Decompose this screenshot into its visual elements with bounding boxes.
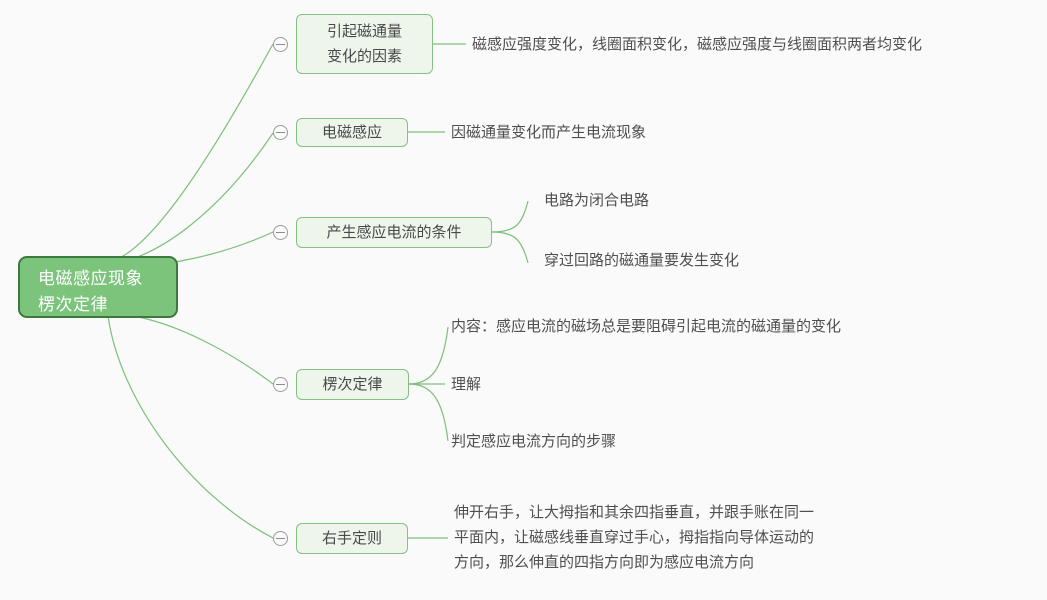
branch-node-4[interactable]: 楞次定律	[296, 369, 409, 400]
branch-node-2[interactable]: 电磁感应	[296, 118, 408, 147]
branch-node-1[interactable]: 引起磁通量 变化的因素	[296, 14, 433, 74]
leaf-text[interactable]: 穿过回路的磁通量要发生变化	[544, 251, 740, 269]
edge-branch4-leaf3	[408, 383, 449, 442]
leaf-text[interactable]: 磁感应强度变化，线圈面积变化，磁感应强度与线圈面积两者均变化	[472, 35, 923, 53]
root-node[interactable]: 电磁感应现象 楞次定律	[18, 256, 178, 318]
edge-root-to-branch-5	[107, 315, 274, 539]
edge-root-to-branch-2	[107, 132, 274, 265]
leaf-text[interactable]: 因磁通量变化而产生电流现象	[451, 123, 647, 141]
leaf-text[interactable]: 判定感应电流方向的步骤	[451, 432, 617, 450]
edge-branch4-leaf1	[408, 326, 449, 385]
collapse-minus-icon[interactable]	[273, 125, 288, 140]
leaf-text[interactable]: 理解	[451, 375, 482, 393]
edge-branch3-leaf1	[491, 200, 529, 233]
edge-root-to-branch-1	[107, 43, 274, 263]
collapse-minus-icon[interactable]	[273, 531, 288, 546]
branch-node-5[interactable]: 右手定则	[296, 523, 408, 554]
leaf-text[interactable]: 电路为闭合电路	[544, 191, 650, 209]
edge-branch3-leaf2	[491, 231, 529, 264]
leaf-text[interactable]: 内容：感应电流的磁场总是要阻碍引起电流的磁通量的变化	[451, 317, 842, 335]
branch-node-3[interactable]: 产生感应电流的条件	[296, 217, 492, 248]
leaf-text[interactable]: 伸开右手，让大拇指和其余四指垂直，并跟手账在同一 平面内，让磁感线垂直穿过手心，…	[454, 503, 815, 571]
collapse-minus-icon[interactable]	[273, 225, 288, 240]
collapse-minus-icon[interactable]	[273, 377, 288, 392]
collapse-minus-icon[interactable]	[273, 37, 288, 52]
edge-root-to-branch-4	[119, 313, 274, 385]
